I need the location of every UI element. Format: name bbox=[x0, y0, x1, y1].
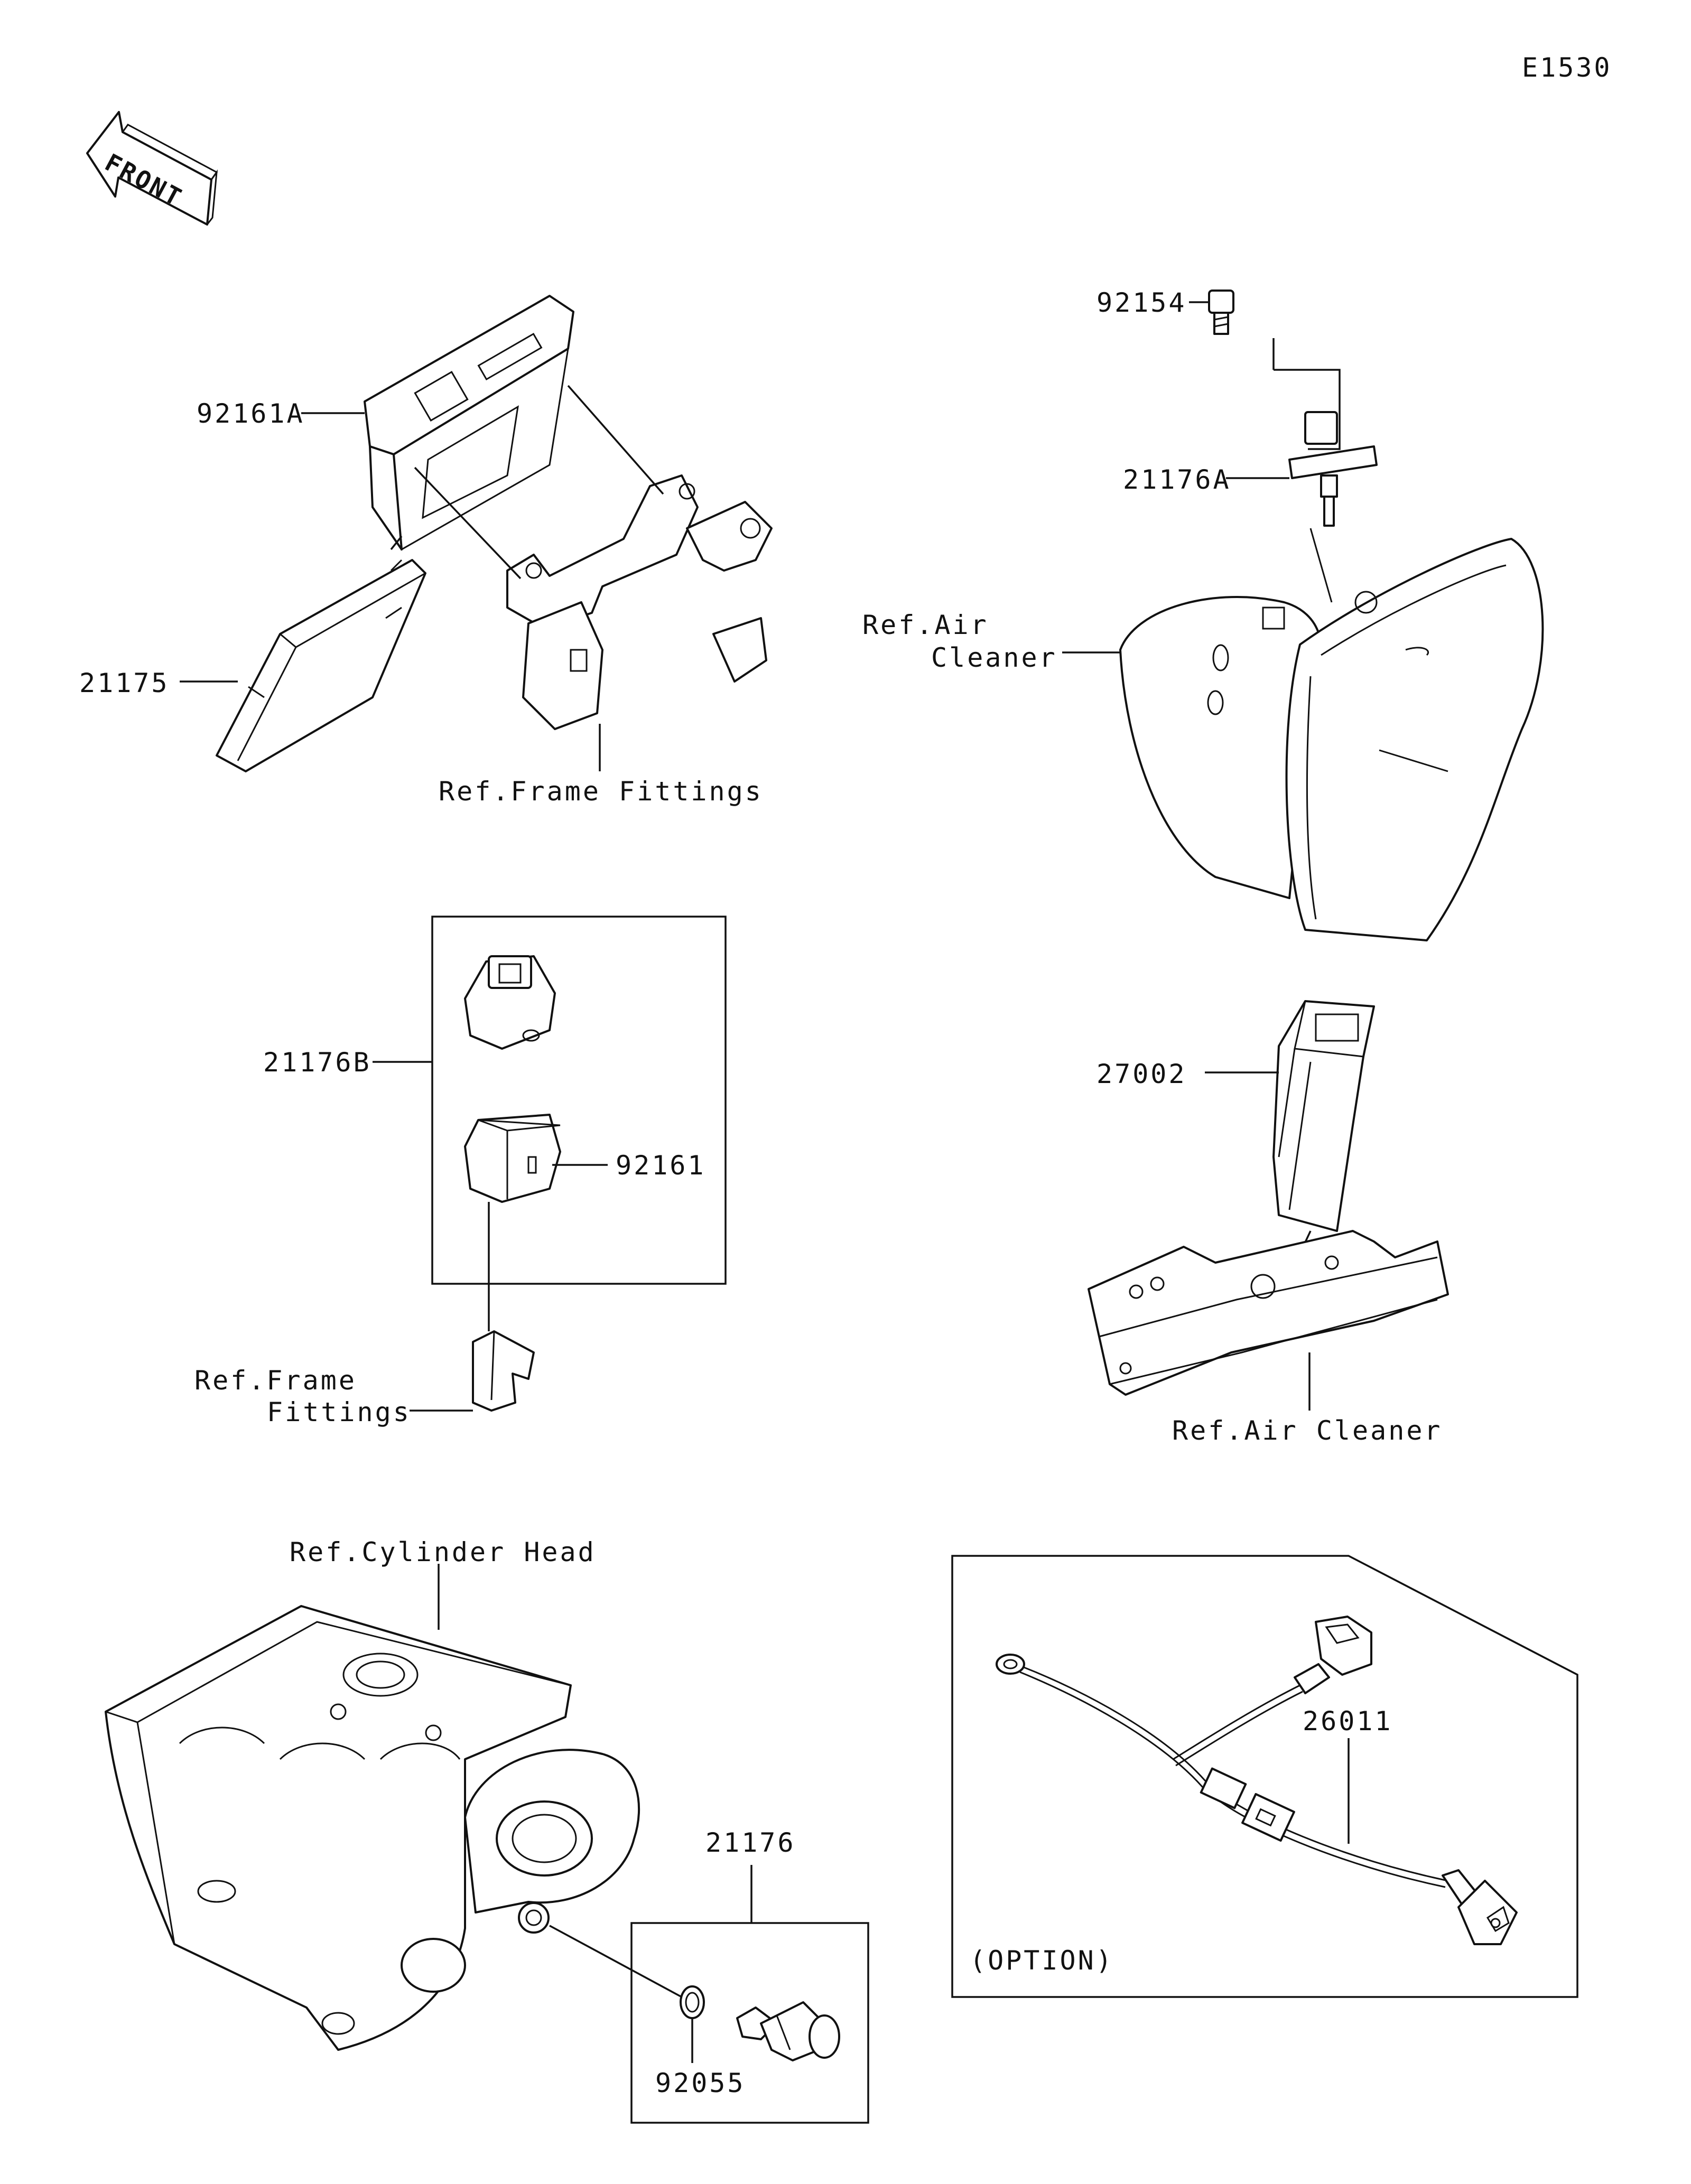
group-box-21176 bbox=[630, 1922, 869, 2124]
temperature-sensor-21176 bbox=[736, 2001, 840, 2061]
diagram-code: E1530 bbox=[1522, 52, 1612, 83]
bolt-92154 bbox=[1208, 290, 1234, 335]
label-21175: 21175 bbox=[79, 668, 170, 698]
frame-bracket-top bbox=[506, 474, 773, 730]
label-26011: 26011 bbox=[1303, 1706, 1393, 1737]
label-ref-air-cleaner-1a: Ref.Air bbox=[862, 610, 989, 640]
label-92154: 92154 bbox=[1097, 287, 1187, 318]
bracket-21176A-group bbox=[1274, 369, 1341, 450]
connector-92161 bbox=[464, 1114, 561, 1203]
sensor-connector-upper bbox=[464, 955, 556, 1050]
label-ref-frame-fittings-top: Ref.Frame Fittings bbox=[439, 776, 763, 807]
label-21176: 21176 bbox=[705, 1827, 796, 1858]
ecu-21175 bbox=[216, 559, 426, 772]
leader-ecu-bracket-2 bbox=[567, 385, 664, 495]
cylinder-head bbox=[105, 1605, 640, 2051]
label-21176A: 21176A bbox=[1123, 464, 1231, 495]
label-ref-air-cleaner-1b: Cleaner bbox=[931, 642, 1057, 673]
washer-92055 bbox=[680, 1985, 705, 2019]
label-21176B: 21176B bbox=[263, 1047, 371, 1078]
group-box-option bbox=[951, 1555, 1578, 1998]
label-ref-cylinder-head: Ref.Cylinder Head bbox=[290, 1537, 596, 1567]
leader-ecu-gap bbox=[390, 535, 403, 550]
front-arrow-icon: FRONT bbox=[86, 111, 218, 226]
label-ref-frame-fittings-2b: Fittings bbox=[267, 1397, 411, 1427]
leader-ecu-bracket-1 bbox=[414, 466, 522, 580]
label-92161A: 92161A bbox=[197, 398, 305, 429]
relay-27002 bbox=[1272, 1000, 1375, 1232]
leader-head-to-sensor bbox=[549, 1925, 682, 1998]
label-27002: 27002 bbox=[1097, 1059, 1187, 1089]
air-cleaner-housing bbox=[1119, 538, 1544, 941]
frame-bracket-small bbox=[472, 1330, 535, 1412]
sensor-21176A bbox=[1288, 411, 1378, 603]
label-92055: 92055 bbox=[655, 2068, 746, 2098]
label-92161: 92161 bbox=[616, 1150, 706, 1181]
label-option: (OPTION) bbox=[970, 1945, 1114, 1976]
label-ref-air-cleaner-2: Ref.Air Cleaner bbox=[1172, 1415, 1443, 1446]
ecu-cover-92161A bbox=[364, 295, 574, 551]
group-box-21176B bbox=[431, 916, 727, 1285]
label-ref-frame-fittings-2a: Ref.Frame bbox=[194, 1365, 357, 1396]
relay-mount-bracket bbox=[1088, 1230, 1449, 1396]
harness-26011 bbox=[996, 1616, 1518, 1945]
